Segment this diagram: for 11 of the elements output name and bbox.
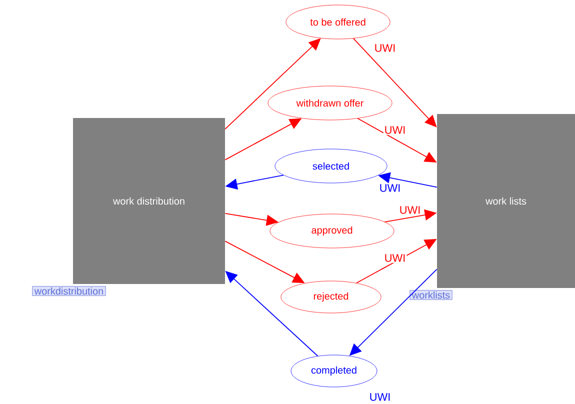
work-box: work lists	[437, 114, 575, 288]
edge-label: UWI	[378, 183, 402, 193]
edge-label: UWI	[383, 125, 407, 135]
name-tag: worklists	[410, 290, 452, 300]
edge-label: UWI	[398, 205, 422, 215]
arrow	[352, 38, 437, 128]
edge-label: UWI	[373, 43, 397, 53]
name-tag: workdistribution	[32, 286, 106, 296]
work-box: work distribution	[73, 118, 225, 284]
edge-label: UWI	[383, 253, 407, 263]
edge-label: UWI	[368, 392, 392, 402]
